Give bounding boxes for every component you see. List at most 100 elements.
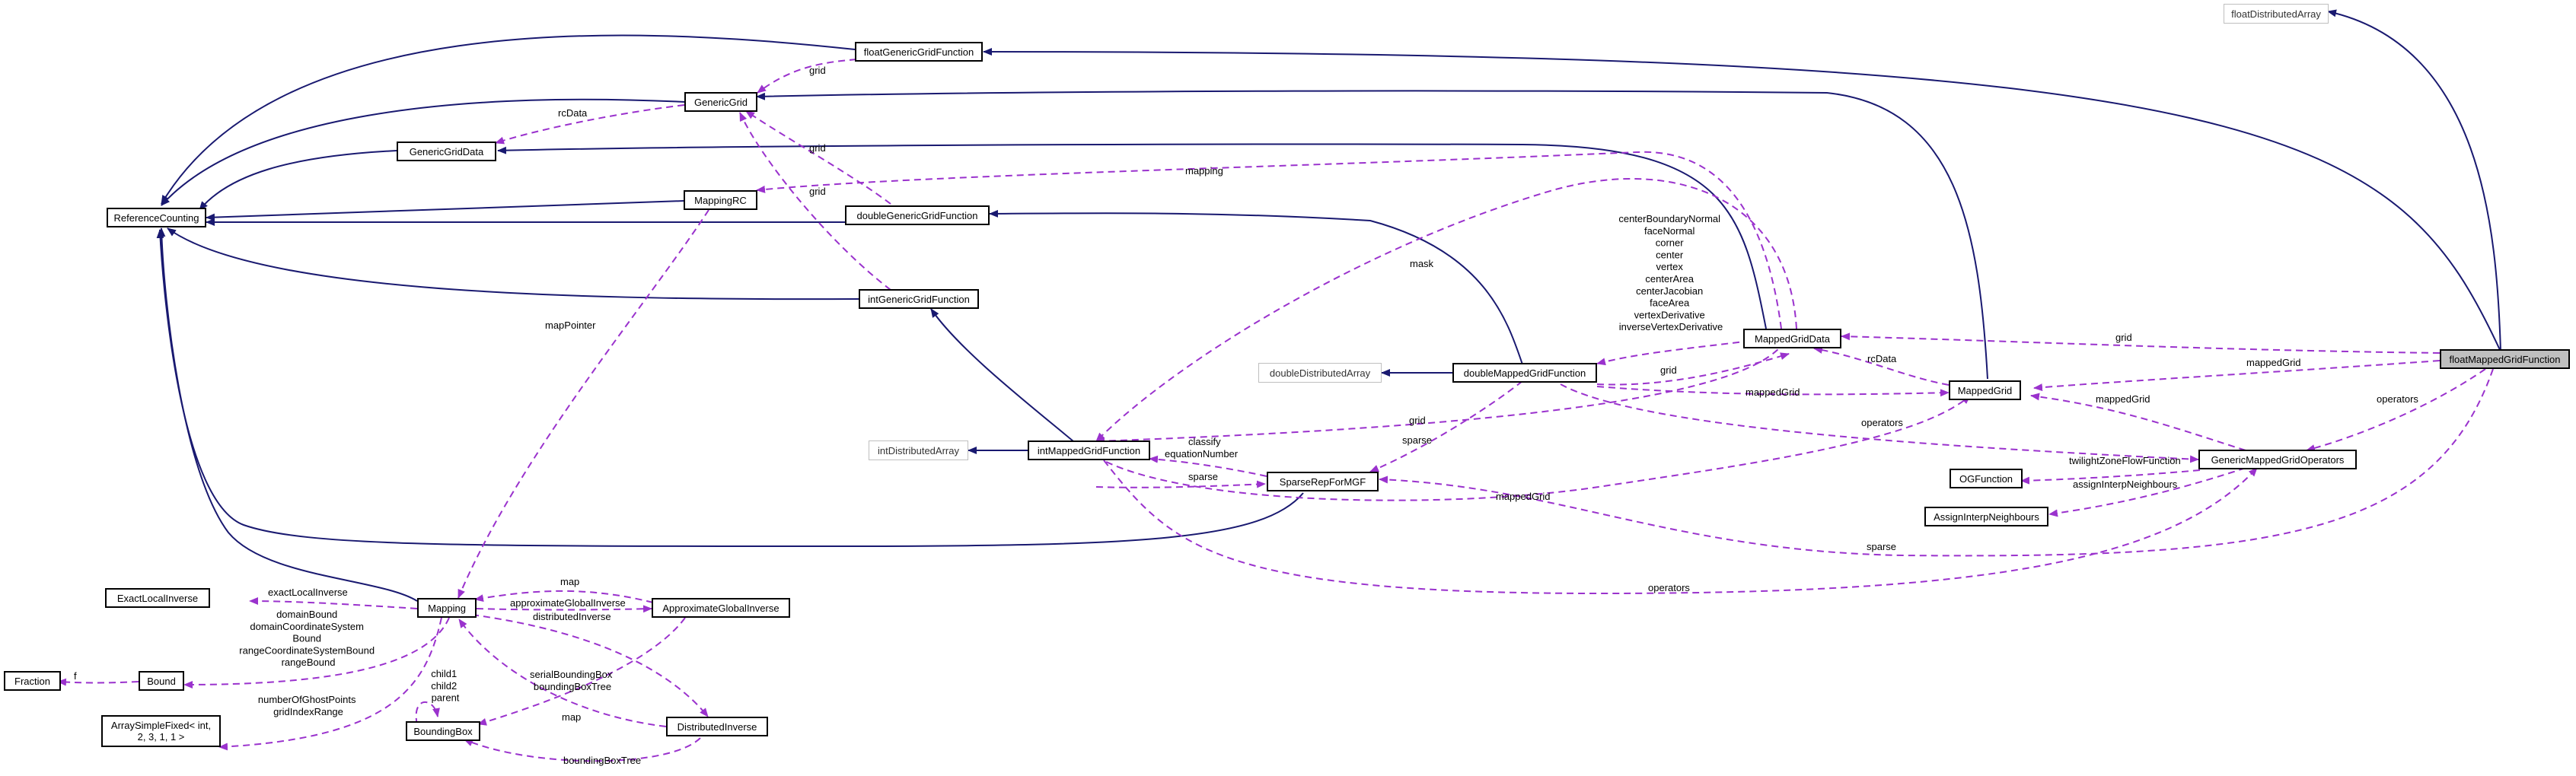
node-generic-grid[interactable]: GenericGrid: [684, 92, 757, 112]
label-bb-child-0: child1: [431, 668, 457, 679]
node-distributed-inverse[interactable]: DistributedInverse: [666, 717, 768, 736]
node-generic-mapped-grid-operators[interactable]: GenericMappedGridOperators: [2198, 450, 2357, 469]
label-mappedgrid-srmgf: mappedGrid: [1496, 491, 1551, 502]
label-mgd-attr-3: center: [1656, 249, 1684, 260]
node-mapped-grid-data[interactable]: MappedGridData: [1743, 329, 1841, 348]
edge-iggf-to-refcount: [167, 227, 859, 301]
edge-mappingrc-to-refcount: [206, 200, 684, 221]
node-sparse-rep-for-mgf[interactable]: SparseRepForMGF: [1267, 472, 1379, 491]
label-mappedgrid-dmgf: mappedGrid: [1745, 386, 1800, 398]
label-grid-dggf: grid: [809, 142, 826, 154]
label-assigninterpneighbours: assignInterpNeighbours: [2073, 479, 2178, 490]
edge-mapping-to-di: [471, 614, 709, 717]
label-approximateglobalinverse: approximateGlobalInverse: [510, 597, 626, 609]
label-mgd-attr-2: corner: [1656, 237, 1685, 249]
edge-ogf-to-gmgo: [2020, 469, 2201, 485]
label-bound-attr-4: rangeBound: [282, 657, 336, 668]
label-map-agi: map: [560, 576, 579, 587]
node-int-generic-grid-function[interactable]: intGenericGridFunction: [859, 289, 979, 309]
node-reference-counting[interactable]: ReferenceCounting: [107, 208, 206, 227]
edge-dmgf-to-dggf: [989, 209, 1523, 365]
node-mapping-rc[interactable]: MappingRC: [684, 190, 757, 210]
label-bb-child-1: child2: [431, 680, 457, 692]
node-assign-interp-neighbours[interactable]: AssignInterpNeighbours: [1924, 507, 2048, 526]
edge-mgd-to-fmgf: [1841, 332, 2441, 354]
node-generic-grid-data[interactable]: GenericGridData: [397, 142, 496, 161]
edge-mg-to-fmgf: [2033, 360, 2441, 392]
label-mgd-attr-1: faceNormal: [1644, 225, 1695, 237]
label-rcdata-mg: rcData: [1867, 353, 1897, 364]
label-bound-attrs: domainBound domainCoordinateSystem Bound…: [239, 609, 377, 668]
node-approximate-global-inverse[interactable]: ApproximateGlobalInverse: [652, 598, 790, 618]
edge-fraction-to-bound: [57, 678, 139, 686]
edge-array-to-mapping: [218, 617, 442, 751]
label-bb-children: child1 child2 parent: [431, 668, 460, 704]
edge-gg-to-iggf: [739, 112, 891, 291]
label-boundingboxtree: boundingBoxTree: [563, 755, 641, 766]
edge-mgd-to-dmgf: [1596, 352, 1790, 386]
label-rcdata: rcData: [558, 107, 588, 119]
node-exact-local-inverse[interactable]: ExactLocalInverse: [105, 588, 210, 608]
edge-bb-to-di: [464, 737, 701, 762]
node-mapping[interactable]: Mapping: [417, 598, 477, 618]
edge-mapping-to-mappingrc: [457, 209, 709, 599]
node-fraction[interactable]: Fraction: [4, 671, 61, 691]
label-equationnumber: equationNumber: [1165, 448, 1239, 460]
edge-mappingrc-to-mgd: [756, 151, 1782, 329]
edge-ggf-to-refcount: [161, 34, 856, 205]
node-bound[interactable]: Bound: [139, 671, 184, 691]
edge-mapping-to-refcount: [158, 227, 418, 602]
label-twilightzone: twilightZoneFlowFunction: [2069, 455, 2181, 466]
label-sparse-imgf: sparse: [1188, 471, 1218, 482]
label-bound-attr-2: Bound: [292, 633, 321, 644]
label-mappedgrid-fmgf: mappedGrid: [2246, 357, 2301, 368]
node-double-distributed-array[interactable]: doubleDistributedArray: [1258, 363, 1382, 383]
label-bb-serial-0: serialBoundingBox: [530, 669, 613, 680]
label-bb-child-2: parent: [432, 692, 460, 704]
edge-mgd-to-ggd: [497, 143, 1767, 329]
label-exactlocalinverse: exactLocalInverse: [268, 587, 348, 598]
label-sparse-dmgf: sparse: [1402, 434, 1432, 446]
edge-fmgf-to-fda: [2327, 9, 2501, 352]
edge-ggd-to-gg: [495, 104, 685, 145]
node-double-mapped-grid-function[interactable]: doubleMappedGridFunction: [1452, 363, 1597, 383]
label-grid-fmgf: grid: [2115, 332, 2132, 343]
node-int-distributed-array[interactable]: intDistributedArray: [869, 440, 968, 460]
edge-gg-to-refcount: [161, 98, 686, 206]
node-double-generic-grid-function[interactable]: doubleGenericGridFunction: [845, 205, 990, 225]
label-mgd-attr-5: centerArea: [1645, 273, 1694, 285]
label-mapping: mapping: [1185, 165, 1223, 177]
node-og-function[interactable]: OGFunction: [1950, 469, 2023, 488]
label-grid-ggf: grid: [809, 65, 826, 76]
label-mgd-attr-9: inverseVertexDerivative: [1619, 321, 1723, 332]
edge-srmgf-to-fmgf: [1379, 368, 2494, 557]
edge-bound-to-mapping: [183, 617, 450, 689]
node-float-generic-grid-function[interactable]: floatGenericGridFunction: [855, 42, 983, 62]
edge-gmgo-to-imgf: [1103, 460, 2258, 595]
label-mask: mask: [1410, 258, 1434, 269]
edge-eli-to-mapping: [249, 597, 418, 609]
edge-mg-to-gg: [756, 90, 1988, 380]
label-mappedgrid-gmgo: mappedGrid: [2096, 393, 2150, 405]
node-float-distributed-array[interactable]: floatDistributedArray: [2224, 4, 2329, 24]
label-bound-attr-3: rangeCoordinateSystemBound: [239, 644, 375, 656]
label-map-di: map: [562, 711, 581, 723]
node-array-simple-fixed-line2: 2, 3, 1, 1 >: [137, 731, 185, 743]
label-grid-iggf: grid: [809, 186, 826, 197]
edge-srmgf-to-dmgf: [1369, 380, 1523, 472]
edge-mgd-to-imgf: [1095, 340, 1786, 445]
label-array-attrs: numberOfGhostPoints gridIndexRange: [258, 694, 359, 717]
node-bounding-box[interactable]: BoundingBox: [406, 721, 480, 741]
edge-mapping-to-di-map: [458, 619, 667, 727]
node-array-simple-fixed[interactable]: ArraySimpleFixed< int, 2, 3, 1, 1 >: [101, 715, 221, 747]
label-mgd-attr-8: vertexDerivative: [1634, 309, 1705, 320]
edge-gmgo-to-fmgf: [2306, 368, 2486, 452]
node-float-mapped-grid-function[interactable]: floatMappedGridFunction: [2440, 349, 2570, 369]
label-grid-dmgf: grid: [1660, 364, 1677, 376]
label-classify: classify: [1188, 436, 1221, 447]
label-bound-attr-1: domainCoordinateSystem: [250, 621, 364, 632]
node-mapped-grid[interactable]: MappedGrid: [1949, 380, 2021, 400]
label-array-attr-1: gridIndexRange: [273, 706, 343, 717]
node-int-mapped-grid-function[interactable]: intMappedGridFunction: [1028, 440, 1150, 460]
